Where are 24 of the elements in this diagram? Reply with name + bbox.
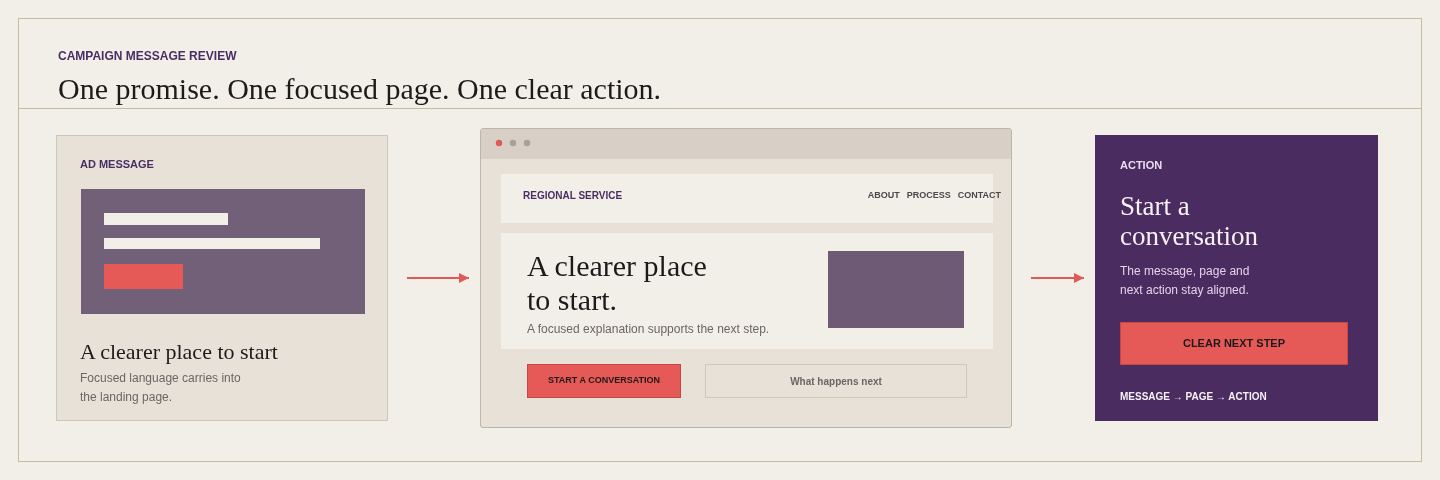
card-description: The message, page and next action stay aligned. <box>1120 263 1251 299</box>
browser-window <box>480 128 1012 428</box>
nav-link: CONTACT <box>957 189 1001 202</box>
card-heading: Start a conversation <box>1120 191 1259 251</box>
arrow <box>1030 273 1085 283</box>
site-name: REGIONAL SERVICE <box>523 189 623 203</box>
page-title: One promise. One focused page. One clear action. <box>58 71 662 107</box>
card-heading: A clearer place to start <box>80 338 278 366</box>
eyebrow-text: CAMPAIGN MESSAGE REVIEW <box>58 48 237 65</box>
arrow <box>406 273 470 283</box>
secondary-button: What happens next <box>705 364 967 398</box>
cta-button: START A CONVERSATION <box>527 364 681 398</box>
hero-subtext: A focused explanation supports the next step. <box>527 321 770 338</box>
card-description: Focused language carries into the landing page. <box>80 370 242 406</box>
hero-headline: A clearer place to start. <box>527 249 708 317</box>
card-kicker: ACTION <box>1120 158 1163 173</box>
action-card <box>1095 135 1378 421</box>
ad-card <box>56 135 388 421</box>
nav-link: ABOUT <box>867 189 900 202</box>
hero-panel <box>501 233 993 349</box>
nav-link: PROCESS <box>906 189 951 202</box>
cta-button: CLEAR NEXT STEP <box>1120 322 1348 365</box>
flow-summary: MESSAGE → PAGE → ACTION <box>1120 390 1267 404</box>
card-kicker: AD MESSAGE <box>80 157 154 172</box>
